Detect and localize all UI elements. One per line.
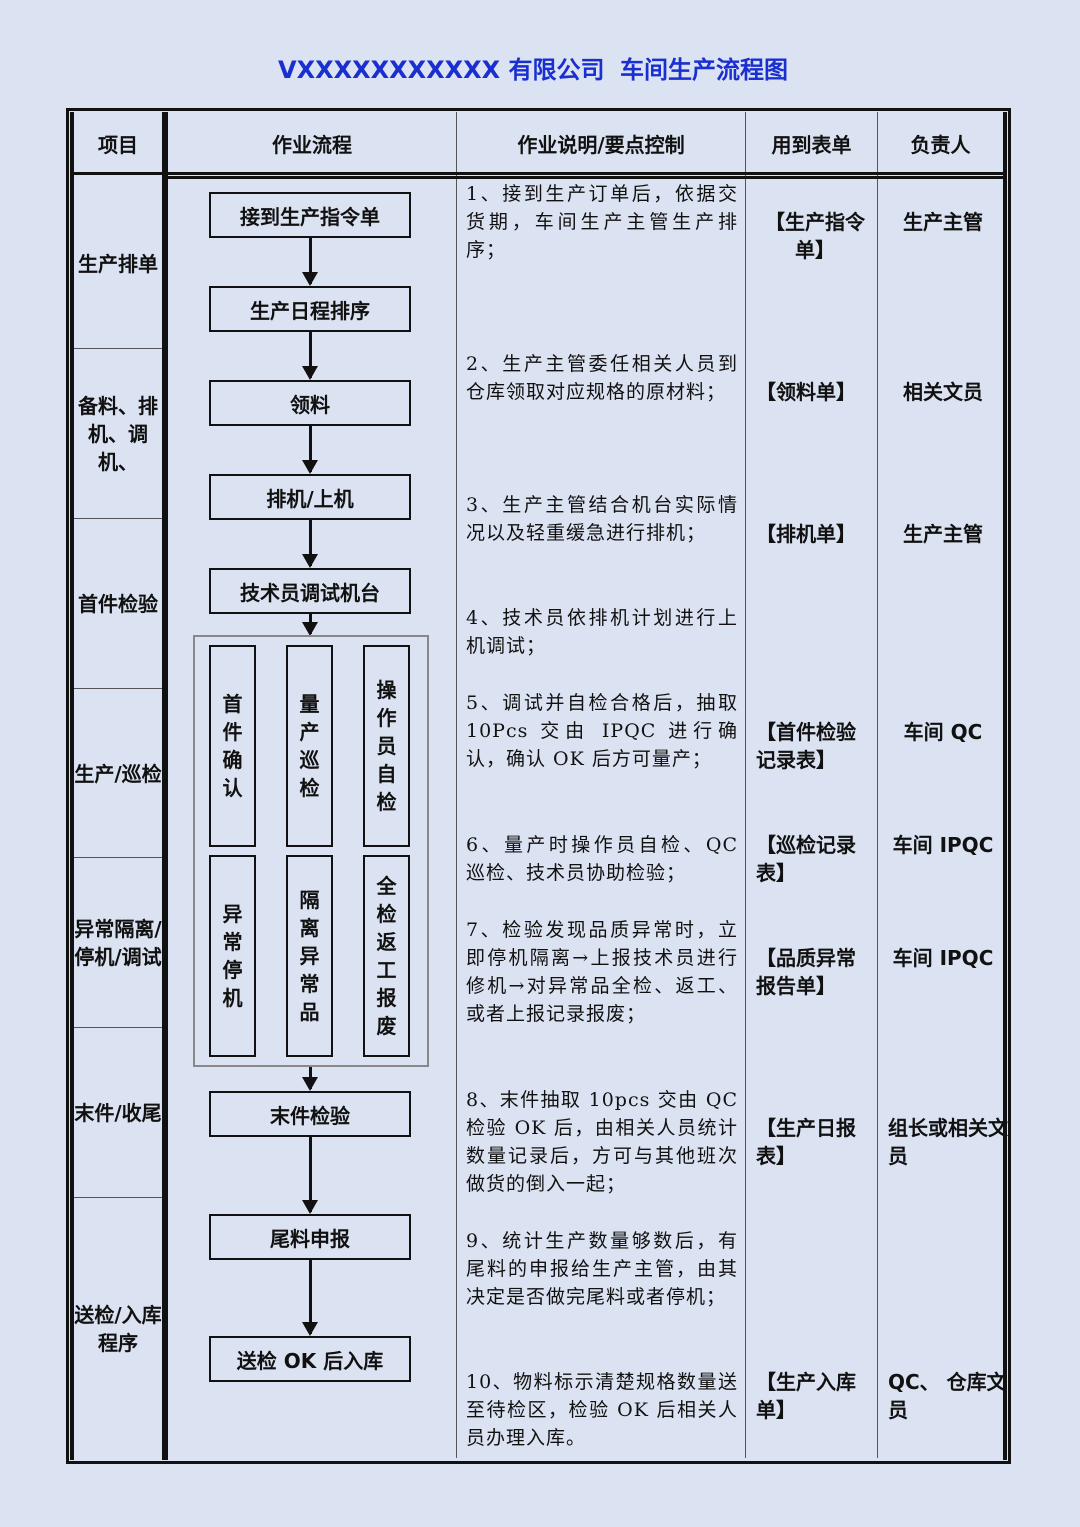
owner-3: 生产主管: [903, 522, 983, 546]
owner-8: QC、 仓库文员: [888, 1370, 1007, 1422]
desc-4: 4、技术员依排机计划进行上机调试；: [466, 607, 738, 657]
table-border-left: [70, 112, 74, 1460]
header-divider-inner: [162, 176, 1007, 179]
chart-title: 车间生产流程图: [620, 56, 788, 84]
item-row-divider: [74, 1197, 162, 1198]
header-desc: 作业说明/要点控制: [517, 132, 685, 157]
form-material: 【领料单】: [756, 380, 856, 404]
group-self-check: 操作员自检: [363, 645, 410, 847]
item-closing: 末件/收尾: [74, 1101, 162, 1125]
desc-5: 5、调试并自检合格后，抽取10Pcs 交由 IPQC 进行确认，确认 OK 后方…: [466, 692, 738, 770]
header-item: 项目: [98, 132, 138, 157]
group-isolate: 隔离异常品: [286, 855, 333, 1057]
item-row-divider: [74, 518, 162, 519]
flow-arrow: [302, 520, 318, 568]
flow-arrow: [302, 1137, 318, 1214]
item-warehousing: 送检/入库程序: [74, 1302, 162, 1355]
item-first-inspection: 首件检验: [78, 592, 158, 616]
desc-3: 3、生产主管结合机台实际情况以及轻重缓急进行排机；: [466, 494, 738, 544]
item-row-divider: [74, 1027, 162, 1028]
item-row-divider: [74, 857, 162, 858]
owner-7: 组长或相关文员: [888, 1116, 1008, 1168]
flow-step-schedule: 生产日程排序: [209, 286, 411, 332]
header-form: 用到表单: [771, 132, 852, 157]
item-row-divider: [74, 688, 162, 689]
item-column-divider: [162, 112, 168, 1460]
item-exception: 异常隔离/停机/调试: [74, 917, 162, 969]
form-column-divider: [877, 112, 878, 1458]
flow-column-divider: [456, 112, 457, 1458]
flow-arrow: [302, 332, 318, 380]
flow-step-remnant: 尾料申报: [209, 1214, 411, 1260]
desc-6: 6、量产时操作员自检、QC 巡检、技术员协助检验；: [466, 834, 738, 884]
desc-10: 10、物料标示清楚规格数量送至待检区，检验 OK 后相关人员办理入库。: [466, 1371, 738, 1449]
header-flow: 作业流程: [272, 132, 352, 157]
form-warehouse-entry: 【生产入库单】: [756, 1370, 856, 1422]
form-machine: 【排机单】: [756, 522, 856, 546]
owner-1: 生产主管: [903, 210, 983, 234]
group-stop: 异常停机: [209, 855, 256, 1057]
owner-4: 车间 QC: [903, 720, 983, 744]
document-title: VXXXXXXXXXXX 有限公司 车间生产流程图: [0, 50, 1080, 86]
desc-8: 8、末件抽取 10pcs 交由 QC 检验 OK 后，由相关人员统计数量记录后，…: [466, 1089, 738, 1195]
desc-1: 1、接到生产订单后，依据交货期，车间生产主管生产排序；: [466, 183, 738, 261]
flow-arrow: [302, 1260, 318, 1336]
flow-arrow: [302, 426, 318, 474]
flow-step-last-piece: 末件检验: [209, 1091, 411, 1137]
desc-9: 9、统计生产数量够数后，有尾料的申报给生产主管，由其决定是否做完尾料或者停机；: [466, 1230, 738, 1308]
flow-step-debug: 技术员调试机台: [209, 568, 411, 614]
table-border-right: [1003, 112, 1007, 1460]
flow-arrow: [302, 1067, 318, 1091]
company-name: VXXXXXXXXXXX 有限公司: [278, 56, 605, 84]
item-row-divider: [74, 348, 162, 349]
item-scheduling: 生产排单: [78, 252, 158, 276]
flow-step-material: 领料: [209, 380, 411, 426]
flow-arrow: [302, 614, 318, 636]
inspection-group: [193, 635, 429, 1067]
group-patrol: 量产巡检: [286, 645, 333, 847]
header-divider: [70, 172, 1007, 175]
desc-2: 2、生产主管委任相关人员到仓库领取对应规格的原材料；: [466, 353, 738, 403]
flow-step-receive-order: 接到生产指令单: [209, 192, 411, 238]
header-owner: 负责人: [910, 132, 971, 157]
owner-6: 车间 IPQC: [892, 946, 994, 970]
owner-2: 相关文员: [903, 380, 983, 404]
flow-step-warehouse: 送检 OK 后入库: [209, 1336, 411, 1382]
item-production-patrol: 生产/巡检: [74, 761, 162, 786]
form-daily-report: 【生产日报表】: [756, 1116, 856, 1168]
item-preparation: 备料、排机、调机、: [78, 394, 158, 474]
form-production-order: 【生产指令单】: [765, 210, 865, 262]
flow-step-machine: 排机/上机: [209, 474, 411, 520]
form-patrol: 【巡检记录表】: [756, 833, 856, 885]
form-first-inspection: 【首件检验记录表】: [756, 720, 856, 772]
flow-arrow: [302, 238, 318, 286]
desc-column-divider: [745, 112, 746, 1458]
group-first-confirm: 首件确认: [209, 645, 256, 847]
form-quality-exception: 【品质异常报告单】: [756, 946, 856, 998]
owner-5: 车间 IPQC: [892, 833, 994, 857]
desc-7: 7、检验发现品质异常时，立即停机隔离→上报技术员进行修机→对异常品全检、返工、或…: [466, 919, 738, 1025]
group-rework: 全检返工报废: [363, 855, 410, 1057]
